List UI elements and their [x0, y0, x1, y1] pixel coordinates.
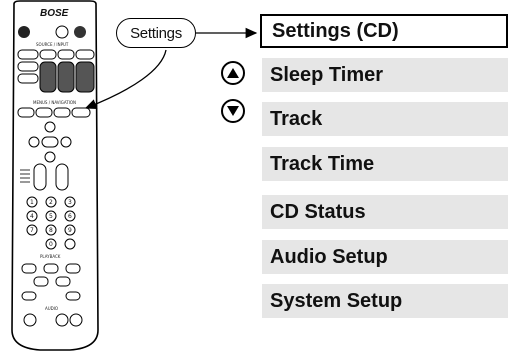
- menu-item-cd-status[interactable]: CD Status: [262, 195, 508, 229]
- number-key-8-label: 8: [49, 227, 53, 234]
- remote-settings-button[interactable]: [71, 107, 91, 118]
- shuffle-button[interactable]: [21, 291, 37, 301]
- remote-down-button[interactable]: [44, 151, 56, 163]
- down-button[interactable]: [221, 99, 245, 123]
- remote-menu-button-1[interactable]: [17, 107, 35, 118]
- source-button-2[interactable]: [39, 49, 57, 60]
- volume-rocker[interactable]: [55, 163, 69, 191]
- source-button-4[interactable]: [75, 49, 95, 60]
- menu-item-label: Track: [270, 107, 323, 130]
- source-label: SOURCE / INPUT: [36, 42, 69, 47]
- remote-left-button[interactable]: [28, 136, 40, 148]
- channel-rocker[interactable]: [33, 163, 47, 191]
- number-keypad: 1 2 3 4 5 6 7 8 9 0: [26, 196, 76, 250]
- number-key-5-label: 5: [49, 213, 53, 220]
- menu-item-system-setup[interactable]: System Setup: [262, 284, 508, 318]
- number-key-6[interactable]: [64, 210, 76, 222]
- number-key-0-label: 0: [49, 241, 53, 248]
- surround-plus-button[interactable]: [69, 313, 83, 327]
- menu-item-label: CD Status: [270, 200, 366, 223]
- number-key-0[interactable]: [45, 238, 57, 250]
- menu-item-track[interactable]: Track: [262, 102, 508, 136]
- menu-item-audio-setup[interactable]: Audio Setup: [262, 240, 508, 274]
- pause-button[interactable]: [43, 263, 59, 274]
- settings-callout-label: Settings: [130, 24, 182, 42]
- fast-forward-button[interactable]: [55, 276, 71, 287]
- menu-title-label: Settings (CD): [272, 19, 399, 42]
- remote-up-button[interactable]: [44, 121, 56, 133]
- remote-menu-button-3[interactable]: [53, 107, 71, 118]
- remote-menu-button-2[interactable]: [35, 107, 53, 118]
- number-key-6-label: 6: [68, 213, 72, 220]
- audio-label: AUDIO: [45, 306, 58, 311]
- surround-minus-button[interactable]: [55, 313, 69, 327]
- remote-right-button[interactable]: [60, 136, 72, 148]
- menu-item-label: Sleep Timer: [270, 63, 384, 86]
- number-key-9[interactable]: [64, 224, 76, 236]
- menu-item-label: System Setup: [270, 289, 403, 312]
- standby-button[interactable]: [74, 26, 86, 38]
- number-key-3-label: 3: [68, 199, 72, 206]
- number-key-2-label: 2: [49, 199, 53, 206]
- source-button-9[interactable]: [17, 73, 39, 84]
- speakers-button[interactable]: [23, 313, 37, 327]
- power-button[interactable]: [18, 26, 30, 38]
- up-arrow-icon: [227, 68, 239, 78]
- source-button-5[interactable]: [17, 61, 39, 72]
- number-key-2[interactable]: [45, 196, 57, 208]
- remote-control: BOSE SOURCE / INPUT MENUS / NAVIGATION 1…: [11, 0, 99, 351]
- down-arrow-icon: [227, 106, 239, 116]
- menu-title: Settings (CD): [260, 14, 508, 48]
- play-button[interactable]: [65, 263, 81, 274]
- number-key-1[interactable]: [26, 196, 38, 208]
- number-key-7-label: 7: [30, 227, 34, 234]
- source-button-6[interactable]: [39, 61, 57, 93]
- source-button-1[interactable]: [17, 49, 39, 60]
- repeat-button[interactable]: [65, 291, 81, 301]
- number-key-8[interactable]: [45, 224, 57, 236]
- mute-button[interactable]: [55, 25, 69, 39]
- playback-label: PLAYBACK: [40, 254, 61, 259]
- source-button-3[interactable]: [57, 49, 75, 60]
- brand-logo: BOSE: [40, 8, 69, 19]
- menu-item-track-time[interactable]: Track Time: [262, 147, 508, 181]
- number-key-5[interactable]: [45, 210, 57, 222]
- source-button-8[interactable]: [75, 61, 95, 93]
- up-button[interactable]: [221, 61, 245, 85]
- menu-item-label: Track Time: [270, 152, 375, 175]
- stop-button[interactable]: [21, 263, 37, 274]
- menu-item-label: Audio Setup: [270, 245, 388, 268]
- previous-button[interactable]: [64, 238, 76, 250]
- remote-enter-button[interactable]: [41, 136, 59, 148]
- settings-callout: Settings: [116, 18, 196, 48]
- rewind-button[interactable]: [33, 276, 49, 287]
- number-key-4[interactable]: [26, 210, 38, 222]
- number-key-9-label: 9: [68, 227, 72, 234]
- number-key-4-label: 4: [30, 213, 34, 220]
- menu-item-sleep-timer[interactable]: Sleep Timer: [262, 58, 508, 92]
- number-key-1-label: 1: [30, 199, 34, 206]
- source-button-7[interactable]: [57, 61, 75, 93]
- menu-nav-label: MENUS / NAVIGATION: [33, 100, 76, 105]
- number-key-7[interactable]: [26, 224, 38, 236]
- number-key-3[interactable]: [64, 196, 76, 208]
